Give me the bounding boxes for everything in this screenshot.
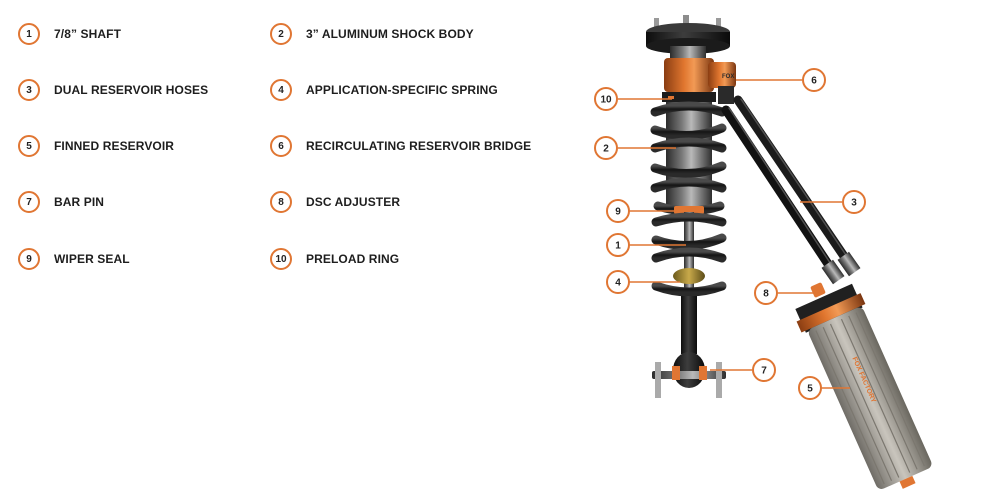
legend-badge-5: 5 [18,135,40,157]
svg-text:1: 1 [615,241,621,252]
legend-label-reservoir-hoses: DUAL RESERVOIR HOSES [54,83,209,97]
legend-item-6: 6 RECIRCULATING RESERVOIR BRIDGE [270,135,531,157]
svg-text:10: 10 [600,95,612,106]
reservoir-hoses [721,95,857,281]
legend-item-2: 2 3” ALUMINUM SHOCK BODY [270,23,474,45]
callout-3: 3 [842,190,866,214]
legend-item-10: 10 PRELOAD RING [270,248,399,270]
bridge-brand-mark: FOX [722,74,734,80]
legend-item-7: 7 BAR PIN [18,191,104,213]
callout-8: 8 [754,281,778,305]
legend-label-wiper-seal: WIPER SEAL [54,252,130,266]
legend-badge-1: 1 [18,23,40,45]
dsc-adjuster [810,282,826,298]
legend-label-reservoir-bridge: RECIRCULATING RESERVOIR BRIDGE [306,139,532,153]
legend-label-finned-reservoir: FINNED RESERVOIR [54,139,175,153]
reservoir-bridge: FOX [664,58,736,104]
legend-badge-7: 7 [18,191,40,213]
legend-badge-6: 6 [270,135,292,157]
legend-badge-3: 3 [18,79,40,101]
legend-badge-9: 9 [18,248,40,270]
legend-badge-4: 4 [270,79,292,101]
legend-badge-10: 10 [270,248,292,270]
spring-seat [673,268,705,284]
callout-9: 9 [606,199,630,223]
legend-item-5: 5 FINNED RESERVOIR [18,135,174,157]
upper-spring [650,101,727,216]
shaft [684,212,694,302]
callout-6: 6 [802,68,826,92]
svg-text:8: 8 [763,289,769,300]
legend-item-1: 1 7/8” SHAFT [18,23,121,45]
preload-ring [662,92,716,102]
legend-label-shaft: 7/8” SHAFT [54,27,122,41]
shock-body [666,102,712,212]
legend-item-4: 4 APPLICATION-SPECIFIC SPRING [270,79,498,101]
callout-7: 7 [752,358,776,382]
legend-item-8: 8 DSC ADJUSTER [270,191,400,213]
svg-text:9: 9 [615,207,621,218]
legend-label-preload-ring: PRELOAD RING [306,252,400,266]
callout-4: 4 [606,270,630,294]
legend-label-shock-body: 3” ALUMINUM SHOCK BODY [306,27,474,41]
svg-text:2: 2 [603,144,609,155]
legend-label-dsc-adjuster: DSC ADJUSTER [306,195,401,209]
svg-text:3: 3 [851,198,857,209]
top-mount [646,15,730,60]
hose-fittings [821,251,861,285]
callout-2: 2 [594,136,618,160]
legend-label-spring: APPLICATION-SPECIFIC SPRING [306,83,498,97]
finned-reservoir: FOX FACTORY [795,283,932,489]
bar-pin [652,362,726,398]
legend-label-bar-pin: BAR PIN [54,195,105,209]
lower-spring [651,212,727,263]
legend-item-3: 3 DUAL RESERVOIR HOSES [18,79,208,101]
callout-5: 5 [798,376,822,400]
callout-10: 10 [594,87,618,111]
svg-text:7: 7 [761,366,767,377]
legend-badge-2: 2 [270,23,292,45]
callout-1: 1 [606,233,630,257]
legend-badge-8: 8 [270,191,292,213]
wiper-seal [674,206,704,214]
svg-text:4: 4 [615,278,621,289]
svg-text:5: 5 [807,384,813,395]
legend-item-9: 9 WIPER SEAL [18,248,130,270]
svg-text:6: 6 [811,76,817,87]
